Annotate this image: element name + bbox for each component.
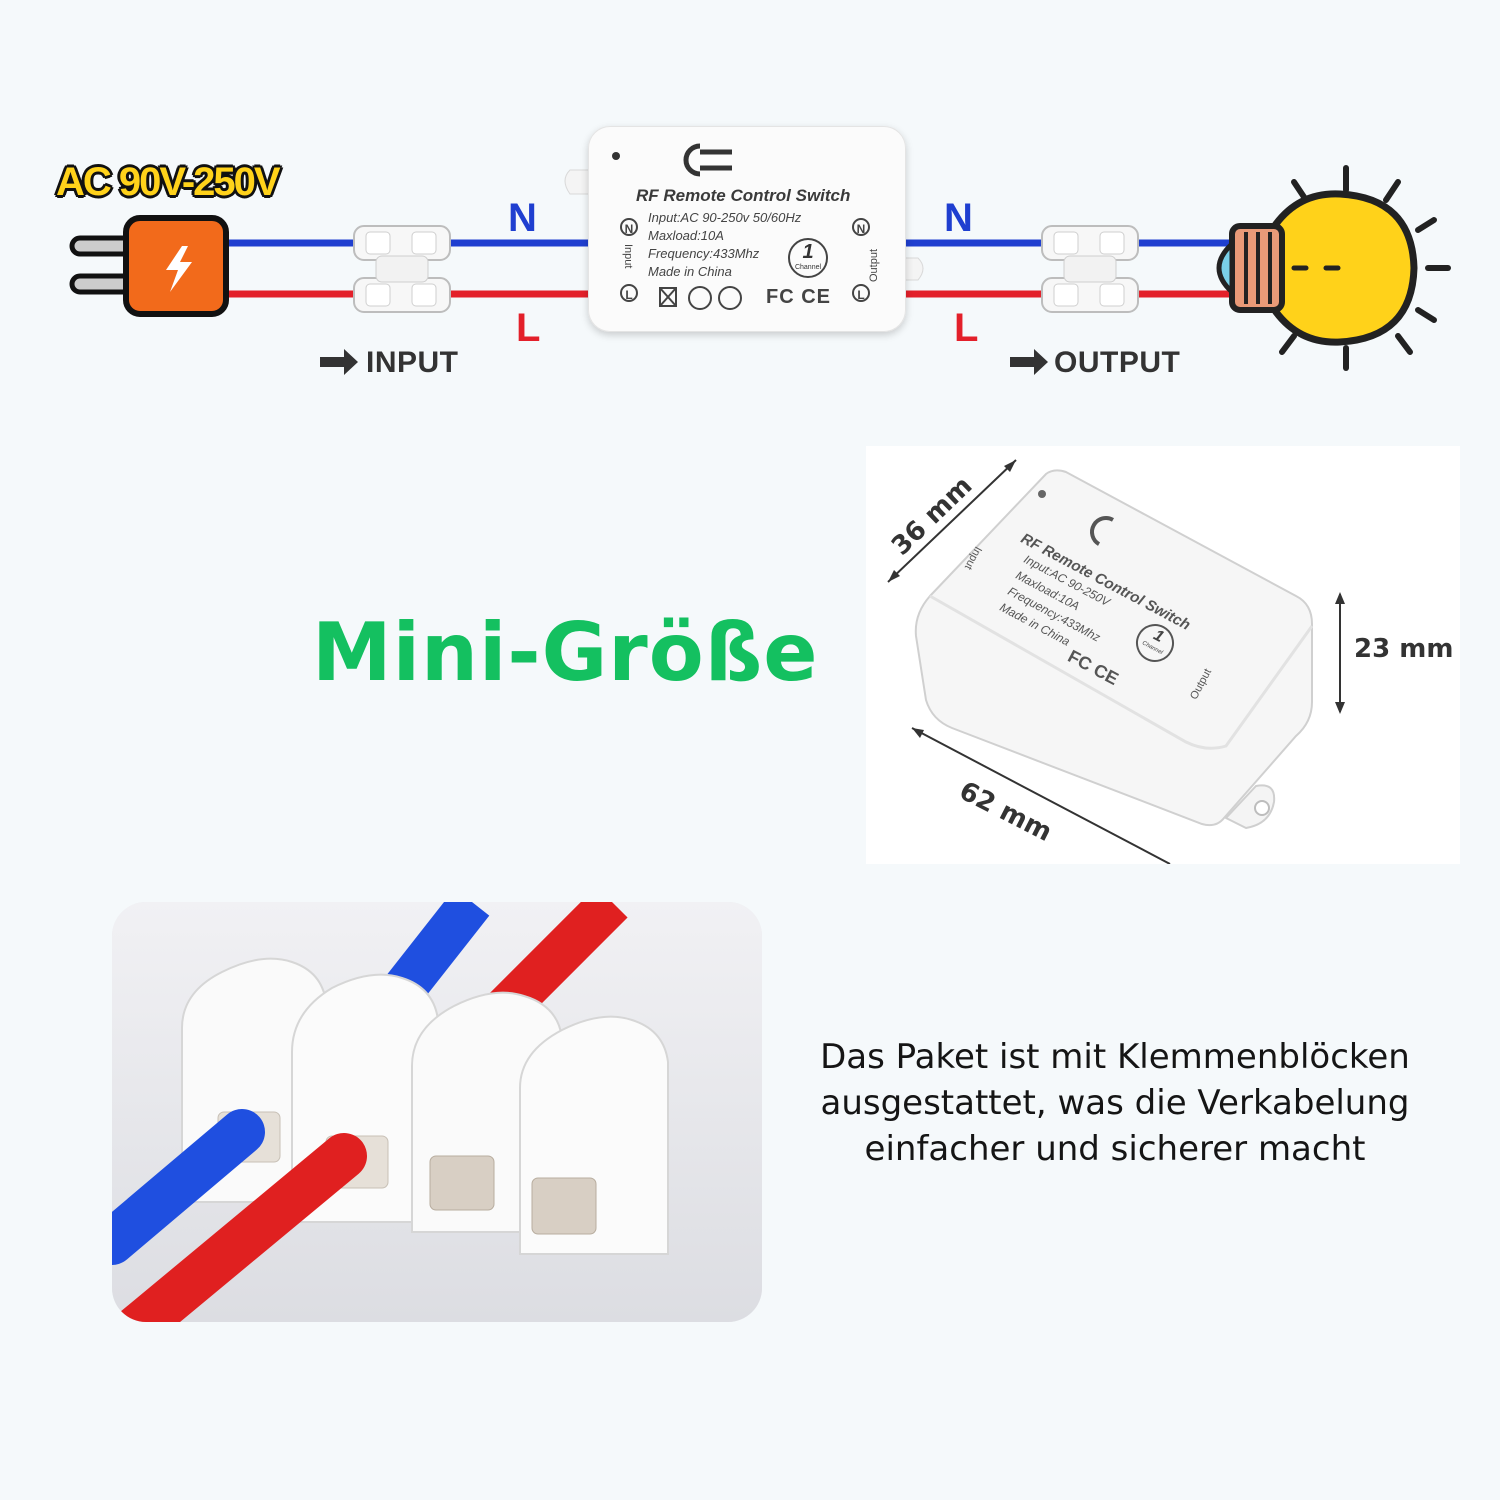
channel-word: Channel	[794, 264, 822, 271]
output-live-label: L	[954, 306, 979, 350]
side-output-label: Output	[868, 248, 880, 282]
module-frequency: Frequency:433Mhz	[648, 246, 760, 261]
output-neutral-label: N	[944, 196, 973, 240]
output-terminal-n: N	[852, 218, 870, 236]
certification-marks: FC CE	[766, 286, 831, 308]
module-dimension-photo: RF Remote Control Switch Input:AC 90-250…	[866, 446, 1460, 864]
dimension-height: 23 mm	[1354, 634, 1454, 664]
power-button-icon	[683, 143, 732, 177]
compliance-icons	[659, 286, 742, 310]
plug-icon	[69, 215, 229, 317]
output-terminal-block	[1041, 225, 1139, 313]
package-description: Das Paket ist mit Klemmenblöcken ausgest…	[820, 1037, 1410, 1169]
module-input-spec: Input:AC 90-250v 50/60Hz	[648, 210, 802, 225]
module-origin: Made in China	[648, 264, 732, 279]
module-title: RF Remote Control Switch	[636, 186, 851, 205]
input-terminal-l: L	[620, 284, 638, 302]
rf-switch-module: RF Remote Control Switch Input:AC 90-250…	[588, 126, 906, 332]
terminal-block-icon	[112, 902, 762, 1322]
input-label: INPUT	[366, 346, 459, 379]
terminal-block-photo	[112, 902, 762, 1322]
module-maxload: Maxload:10A	[648, 228, 724, 243]
wiring-diagram	[69, 165, 1451, 375]
arrow-right-icon	[320, 349, 358, 375]
input-terminal-block	[353, 225, 451, 313]
light-bulb-icon	[1216, 165, 1451, 371]
module-3d-drawing	[887, 459, 1345, 864]
output-terminal-l: L	[852, 284, 870, 302]
voltage-label: AC 90V-250V	[56, 160, 281, 204]
input-neutral-label: N	[508, 196, 537, 240]
channel-badge: 1 Channel	[788, 238, 828, 278]
side-input-label: Input	[622, 244, 634, 269]
input-terminal-n: N	[620, 218, 638, 236]
output-label: OUTPUT	[1054, 346, 1181, 379]
arrow-right-icon	[1010, 349, 1048, 375]
input-live-label: L	[516, 306, 541, 350]
headline: Mini-Größe	[312, 606, 819, 699]
channel-number: 1	[802, 241, 814, 263]
led-indicator	[612, 152, 620, 160]
